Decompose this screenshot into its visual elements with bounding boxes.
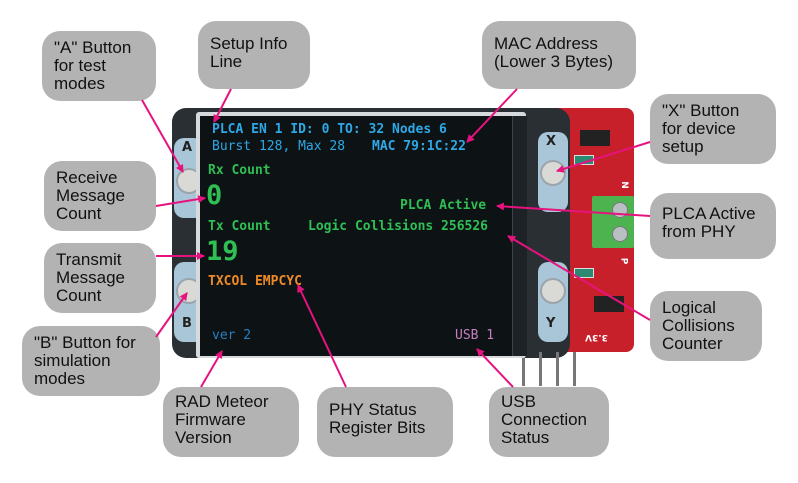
callout-mac-address: MAC Address (Lower 3 Bytes) [482,21,636,89]
firmware-version: ver 2 [212,328,252,343]
callout-text: modes [34,369,86,388]
plca-active-status: PLCA Active [400,198,487,213]
callout-text: Logical [662,298,716,317]
callout-text: Version [175,428,232,447]
button-y[interactable] [540,278,566,304]
callout-text: from PHY [662,222,736,241]
screen-edge-strip [512,116,527,356]
callout-text: Message [56,268,125,287]
mac-address: MAC 79:1C:22 [372,139,466,154]
callout-text: "X" Button [662,101,740,120]
callout-text: Transmit [56,250,122,269]
callout-text: Count [56,204,102,223]
callout-text: Connection [501,410,588,429]
callout-setup-info: Setup Info Line [198,21,310,89]
callout-transmit-count: Transmit Message Count [44,243,156,313]
callout-text: Receive [56,168,118,187]
jumper-top [580,130,610,146]
tx-count-label: Tx Count [208,219,271,234]
callout-phy-status: PHY Status Register Bits [317,387,453,457]
smd-component [574,268,594,278]
callout-receive-count: Receive Message Count [44,161,156,231]
phy-status-bits: TXCOL EMPCYC [208,274,302,289]
callout-text: "B" Button for [34,333,136,352]
button-x[interactable] [540,160,566,186]
button-x-label: X [546,134,557,149]
callout-text: (Lower 3 Bytes) [494,52,614,71]
button-a-label: A [182,140,193,155]
callout-text: for device [662,119,736,138]
callout-logical-collisions: Logical Collisions Counter [650,291,762,361]
terminal-block [592,196,634,248]
rx-count-label: Rx Count [208,163,271,178]
callout-text: Setup Info [210,34,288,53]
callout-plca-active: PLCA Active from PHY [650,193,776,259]
lcd-screen [200,116,512,356]
callout-text: "A" Button [54,38,132,57]
header-pin [539,352,542,386]
smd-component [574,155,594,165]
callout-text: Count [56,286,102,305]
button-b-label: B [182,316,192,331]
callout-b-button: "B" Button for simulation modes [22,326,160,396]
usb-status: USB 1 [455,328,495,343]
header-pin [573,352,576,386]
callout-text: for test [54,56,106,75]
callout-text: Firmware [175,410,246,429]
callout-text: RAD Meteor [175,392,269,411]
silk-label-p: P [618,257,629,265]
callout-x-button: "X" Button for device setup [650,94,776,164]
screw-icon [612,226,628,242]
logic-collisions: Logic Collisions 256526 [308,219,489,234]
callout-text: USB [501,392,536,411]
rx-count-value: 0 [206,180,223,211]
silk-label-n: N [618,181,629,189]
setup-info-line: PLCA EN 1 ID: 0 TO: 32 Nodes 6 [212,122,447,137]
callout-text: Status [501,428,550,447]
callout-text: Counter [662,334,723,353]
silk-label-3v3: 3.3V [585,332,608,342]
jumper-bottom [594,296,624,312]
header-pin [522,352,525,386]
callout-text: PHY Status [329,400,417,419]
callout-text: simulation [34,351,111,370]
callout-firmware-version: RAD Meteor Firmware Version [163,387,299,457]
callout-text: Collisions [662,316,735,335]
callout-a-button: "A" Button for test modes [42,31,156,101]
burst-info: Burst 128, Max 28 [212,139,346,154]
callout-text: MAC Address [494,34,598,53]
callout-text: Register Bits [329,418,426,437]
callout-text: setup [662,137,704,156]
button-y-label: Y [546,316,556,331]
callout-text: Line [210,52,243,71]
callout-text: Message [56,186,125,205]
callout-text: PLCA Active [662,204,756,223]
screw-icon [612,202,628,218]
header-pin [556,352,559,386]
callout-text: modes [54,74,106,93]
callout-usb-status: USB Connection Status [489,387,609,457]
tx-count-value: 19 [206,236,239,267]
